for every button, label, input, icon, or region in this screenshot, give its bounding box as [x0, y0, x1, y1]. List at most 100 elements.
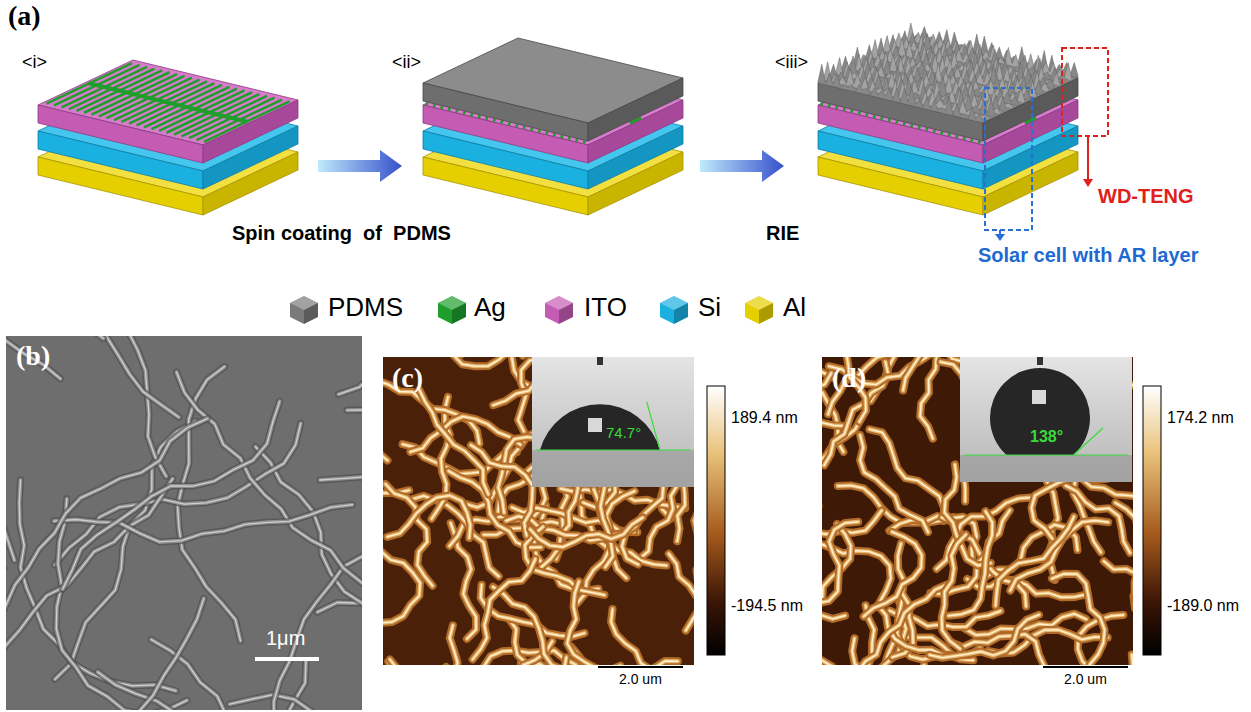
process-step-label: Spin coating of PDMS: [232, 222, 451, 245]
surface-texture: [1115, 503, 1133, 617]
legend-swatch: [745, 296, 773, 324]
surface-texture: [230, 695, 362, 710]
sem-image: [6, 336, 362, 710]
surface-texture: [6, 336, 60, 379]
surface-texture: [6, 336, 15, 560]
ag-finger-edge: [448, 108, 451, 112]
surface-texture: [493, 587, 576, 665]
step-number: <i>: [22, 52, 47, 73]
panel-label: (d): [832, 362, 866, 394]
ag-finger-edge: [455, 109, 458, 113]
surface-texture: [864, 532, 922, 617]
surface-texture: [1052, 574, 1105, 665]
afm-image: [383, 357, 694, 665]
step-number: <ii>: [392, 52, 421, 73]
ag-finger-edge: [545, 131, 548, 135]
surface-texture: [320, 394, 362, 481]
surface-texture: [1032, 477, 1109, 539]
surface-texture: [930, 615, 1039, 658]
surface-texture: [493, 587, 576, 665]
surface-texture: [446, 641, 552, 665]
surface-texture: [822, 633, 832, 665]
ag-finger-edge: [903, 122, 906, 126]
surface-texture: [686, 509, 694, 631]
ag-finger-edge: [970, 138, 973, 142]
ag-finger-edge: [485, 117, 488, 121]
colorbar: [707, 386, 725, 655]
process-step-label: RIE: [766, 222, 799, 245]
surface-texture: [1032, 477, 1109, 539]
panel-label: (a): [8, 0, 41, 32]
surface-texture: [822, 418, 861, 477]
surface-texture: [949, 511, 993, 616]
surface-texture: [338, 336, 362, 394]
surface-texture: [949, 511, 993, 616]
ag-finger-edge: [940, 131, 943, 135]
surface-texture: [1052, 574, 1105, 665]
surface-texture: [860, 435, 928, 532]
step-number: <iii>: [775, 52, 808, 73]
contact-angle-label: 138°: [1030, 428, 1063, 446]
substrate-reflection: [960, 455, 1132, 482]
surface-texture: [390, 625, 458, 665]
ag-finger-edge: [523, 126, 526, 130]
panel-label: (c): [392, 362, 423, 394]
droplet-highlight: [588, 418, 602, 432]
surface-texture: [1010, 521, 1108, 591]
surface-texture: [55, 421, 196, 679]
surface-texture: [822, 357, 831, 389]
legend-label: Al: [783, 293, 806, 323]
afm-image: [822, 357, 1133, 665]
surface-texture: [338, 336, 362, 394]
surface-texture: [530, 518, 643, 548]
ag-finger-edge: [880, 117, 883, 121]
surface-texture: [996, 517, 1074, 606]
surface-texture: [41, 598, 204, 710]
legend-label: Ag: [474, 293, 506, 323]
ag-finger-edge: [910, 124, 913, 128]
surface-texture: [446, 641, 552, 665]
droplet-highlight: [1032, 390, 1046, 404]
surface-texture: [493, 587, 576, 665]
ag-finger-edge: [820, 102, 823, 106]
surface-texture: [1052, 574, 1105, 665]
surface-texture: [942, 534, 966, 648]
surface-texture: [1010, 521, 1108, 591]
arrow-head: [1083, 179, 1093, 187]
surface-texture: [824, 362, 888, 466]
surface-texture: [822, 357, 831, 389]
surface-texture: [996, 517, 1074, 606]
needle: [1037, 357, 1043, 365]
surface-texture: [55, 421, 196, 679]
tangent-line: [1074, 428, 1104, 455]
surface-texture: [653, 650, 695, 666]
surface-texture: [822, 522, 858, 614]
surface-texture: [473, 559, 536, 660]
scale-bar: [255, 657, 319, 661]
surface-texture: [686, 509, 694, 631]
surface-texture: [55, 421, 196, 679]
surface-texture: [6, 479, 173, 710]
surface-texture: [6, 336, 103, 338]
surface-texture: [669, 554, 694, 608]
surface-texture: [98, 672, 247, 710]
colorbar-max: 174.2 nm: [1167, 409, 1234, 427]
surface-texture: [899, 665, 940, 666]
surface-texture: [98, 672, 247, 710]
surface-texture: [860, 435, 928, 532]
process-arrow: [700, 150, 784, 182]
surface-texture: [320, 394, 362, 481]
surface-texture: [611, 609, 687, 665]
surface-texture: [824, 362, 888, 466]
ag-finger-edge: [963, 137, 966, 141]
surface-texture: [899, 665, 940, 666]
pdms-texture: [818, 64, 983, 123]
surface-texture: [942, 534, 966, 648]
surface-texture: [6, 479, 173, 710]
surface-texture: [446, 641, 552, 665]
surface-texture: [920, 357, 936, 439]
surface-texture: [920, 357, 936, 439]
pdms-layer-side: [588, 78, 683, 141]
layer-stack: [38, 60, 298, 215]
